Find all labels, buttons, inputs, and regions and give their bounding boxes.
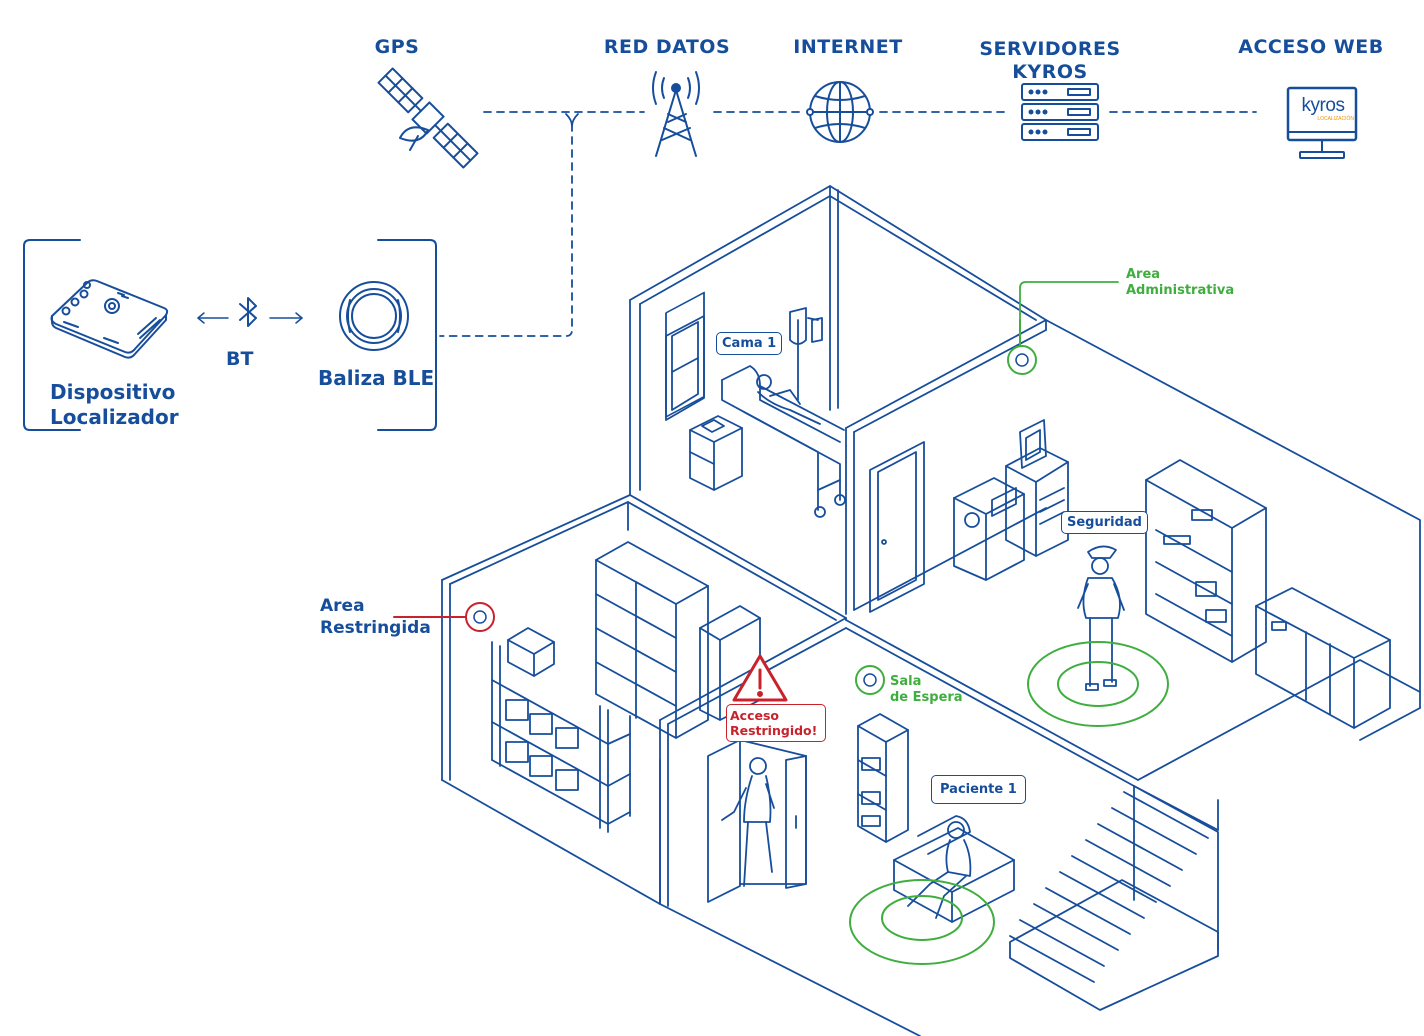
tag-paciente: Paciente 1 (931, 775, 1026, 804)
label-area-restringida-line2: Restringida (320, 618, 431, 638)
label-baliza: Baliza BLE (318, 366, 435, 390)
label-area-restringida-line1: Area (320, 596, 365, 616)
alert-line1: Acceso (730, 708, 779, 723)
label-area-restringida: Area Restringida (320, 595, 431, 639)
tag-cama: Cama 1 (716, 332, 783, 355)
label-dispositivo: Dispositivo Localizador (50, 380, 179, 430)
tracker-device-icon (50, 279, 169, 359)
zone-ring-security (1027, 641, 1169, 727)
label-sala-espera-line2: de Espera (890, 690, 963, 705)
label-acceso-web: ACCESO WEB (1238, 36, 1384, 58)
zone-ring-patient (849, 879, 995, 965)
label-red-datos: RED DATOS (603, 36, 731, 58)
network-link-lines (439, 111, 1257, 337)
server-rack-icon (1021, 83, 1099, 141)
monitor-icon (1286, 86, 1358, 159)
label-area-administrativa-line1: Area (1126, 267, 1161, 282)
label-bt: BT (226, 348, 254, 370)
device-panel-bracket (23, 239, 437, 431)
building-illustration (441, 185, 1421, 1036)
label-servidores-line2: KYROS (1012, 61, 1088, 83)
kyros-logo: kyros LOCALIZACIÓN (1292, 95, 1354, 123)
beacon-restricted-icon (393, 602, 495, 632)
label-dispositivo-line1: Dispositivo (50, 380, 176, 404)
label-gps: GPS (374, 36, 420, 58)
kyros-logo-text: kyros (1301, 95, 1345, 116)
label-area-administrativa: Area Administrativa (1126, 267, 1234, 299)
globe-icon (806, 81, 874, 143)
cell-tower-icon (652, 71, 700, 157)
label-internet: INTERNET (793, 36, 903, 58)
beacon-waiting-icon (855, 665, 885, 695)
label-servidores: SERVIDORES KYROS (962, 36, 1138, 85)
warning-icon (732, 654, 788, 702)
label-sala-espera: Sala de Espera (890, 674, 963, 706)
satellite-icon (377, 67, 479, 169)
alert-line2: Restringido! (730, 723, 818, 738)
label-sala-espera-line1: Sala (890, 674, 922, 689)
label-area-administrativa-line2: Administrativa (1126, 283, 1235, 298)
alert-acceso-restringido: Acceso Restringido! (726, 704, 826, 742)
label-servidores-line1: SERVIDORES (979, 38, 1121, 60)
ble-beacon-icon (339, 281, 409, 351)
label-dispositivo-line2: Localizador (50, 405, 179, 429)
kyros-logo-sub: LOCALIZACIÓN (1317, 116, 1354, 122)
bt-arrows (197, 312, 303, 324)
beacon-admin-icon (1007, 281, 1119, 375)
tag-seguridad: Seguridad (1061, 511, 1148, 534)
bluetooth-icon (239, 297, 257, 327)
